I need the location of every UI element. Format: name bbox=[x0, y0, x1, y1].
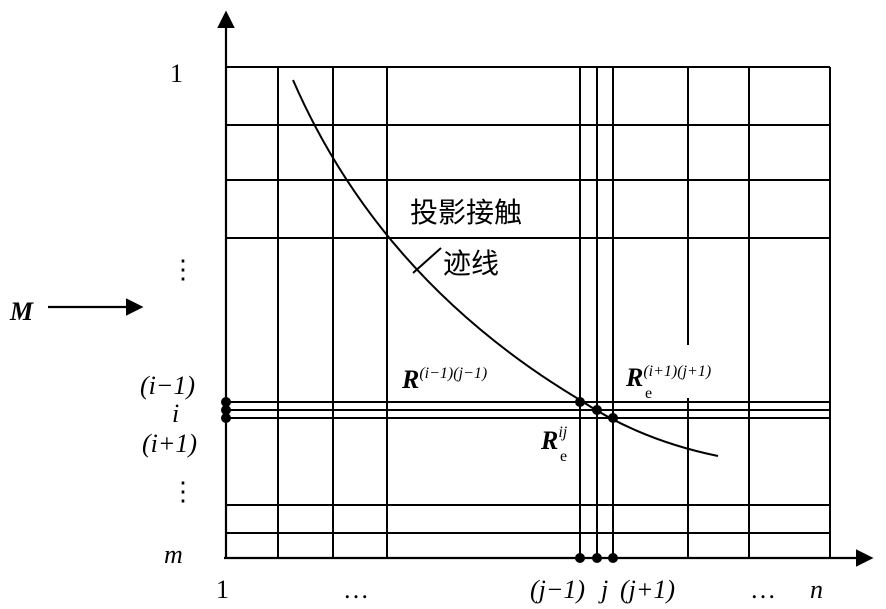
point-x-j bbox=[592, 553, 602, 563]
curve-label-leader bbox=[412, 247, 442, 274]
label-r-left-base: R bbox=[401, 365, 419, 394]
label-r-left: R(i−1)(j−1) bbox=[401, 365, 487, 394]
y-label-bottom: m bbox=[164, 540, 183, 569]
point-curve-2 bbox=[592, 405, 602, 415]
x-label-j-minus-1: (j−1) bbox=[530, 575, 585, 604]
label-r-left-sup: (i−1)(j−1) bbox=[419, 365, 487, 382]
point-y-i-plus-1 bbox=[221, 413, 231, 423]
grid-rows bbox=[226, 124, 830, 534]
grid-frame bbox=[226, 66, 831, 558]
y-label-dots-2: ⋮ bbox=[170, 477, 196, 506]
label-r-center-base: R bbox=[540, 426, 558, 455]
curve-label-line1: 投影接触 bbox=[410, 196, 522, 229]
x-label-right: n bbox=[810, 575, 823, 604]
marker-points bbox=[221, 397, 618, 563]
x-label-dots-2: … bbox=[750, 575, 776, 604]
curve-label-line2: 迹线 bbox=[443, 247, 499, 280]
label-r-right-base: R bbox=[625, 363, 643, 392]
y-label-i-plus-1: (i+1) bbox=[142, 429, 197, 458]
x-label-left: 1 bbox=[216, 575, 229, 604]
x-label-j: j bbox=[598, 575, 608, 604]
label-r-center-sub: e bbox=[560, 448, 567, 465]
y-label-top: 1 bbox=[170, 59, 183, 88]
point-y-i-minus-1 bbox=[221, 397, 231, 407]
x-label-dots: … bbox=[343, 575, 369, 604]
x-label-j-plus-1: (j+1) bbox=[620, 575, 675, 604]
point-y-i bbox=[221, 405, 231, 415]
label-r-right-sup: (i+1)(j+1) bbox=[643, 363, 711, 380]
point-x-j-minus-1 bbox=[575, 553, 585, 563]
point-curve-1 bbox=[575, 397, 585, 407]
label-r-right: R(i+1)(j+1) e bbox=[625, 363, 711, 402]
y-label-dots: ⋮ bbox=[170, 255, 196, 284]
label-r-center: Rij e bbox=[540, 424, 568, 465]
contact-trace-curve bbox=[292, 79, 719, 457]
y-label-i-minus-1: (i−1) bbox=[140, 371, 195, 400]
label-r-center-sup: ij bbox=[558, 424, 567, 441]
point-curve-3 bbox=[608, 413, 618, 423]
label-r-right-sub: e bbox=[645, 385, 652, 402]
motion-label: M bbox=[9, 297, 34, 326]
grid-columns bbox=[277, 67, 750, 558]
point-x-j-plus-1 bbox=[608, 553, 618, 563]
y-label-i: i bbox=[172, 399, 179, 428]
